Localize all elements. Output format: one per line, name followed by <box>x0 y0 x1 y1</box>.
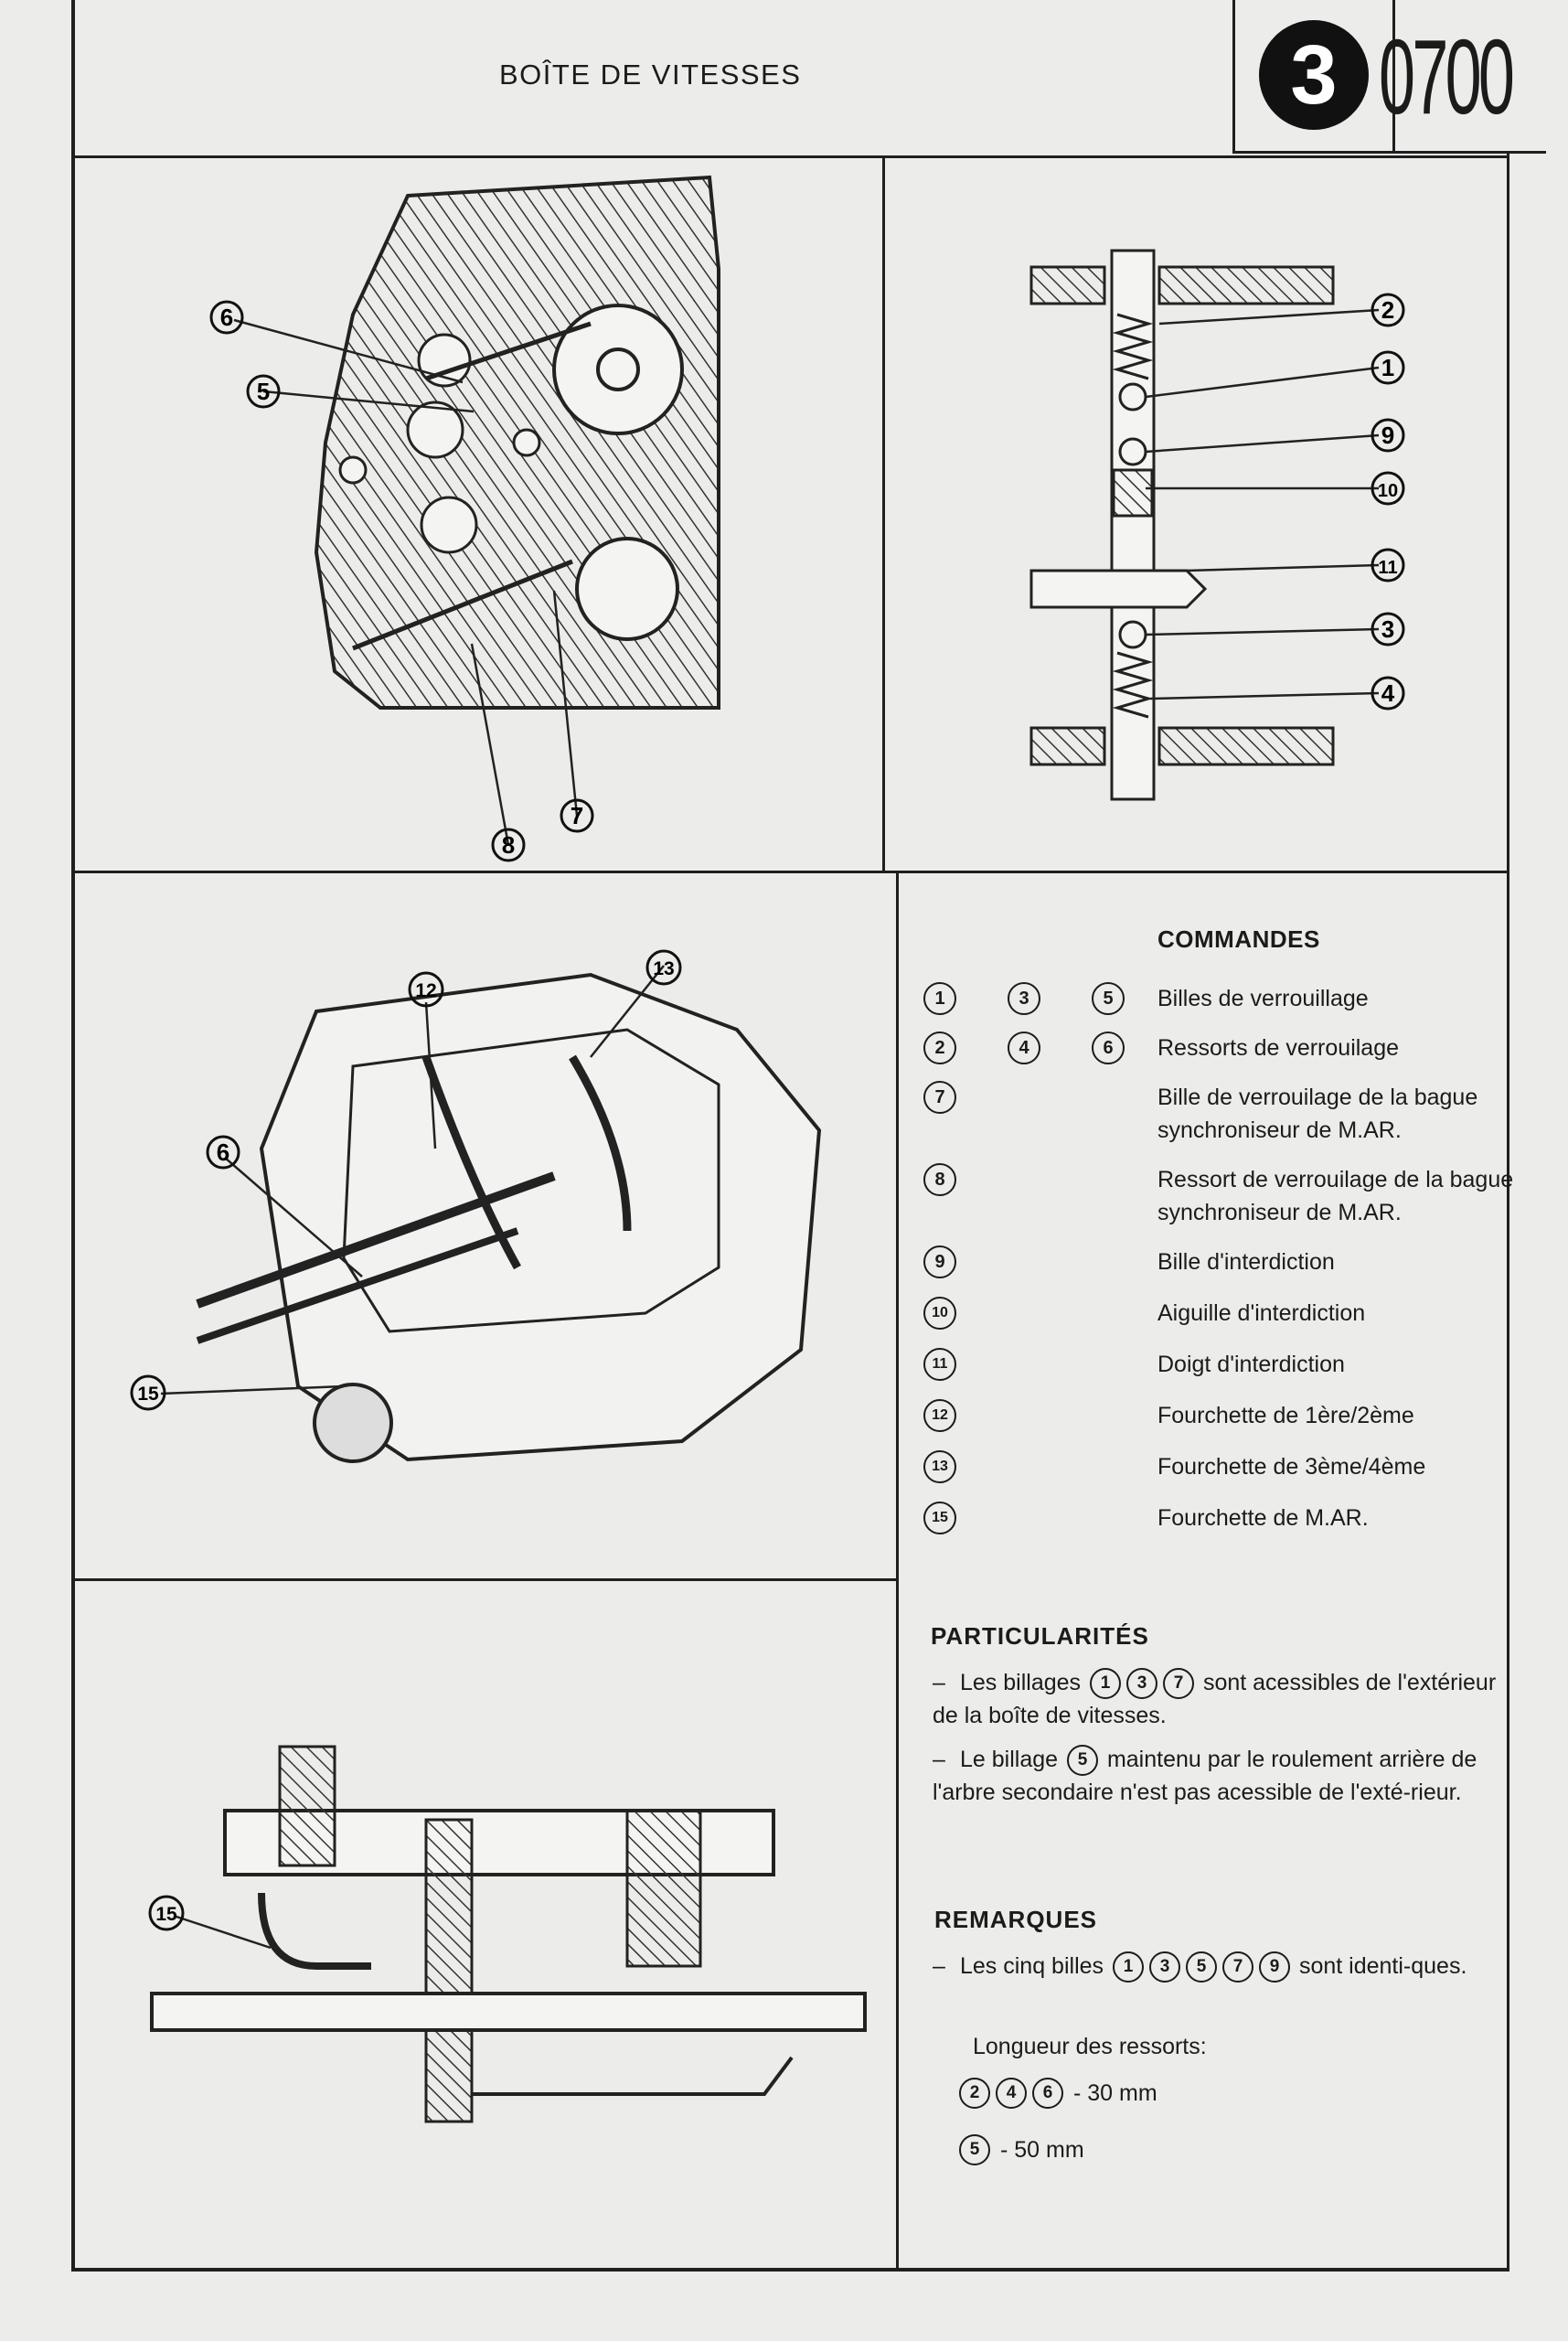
num-circle: 11 <box>923 1348 956 1381</box>
legend-text: Fourchette de 1ère/2ème <box>1157 1403 1414 1428</box>
num-circle: 6 <box>1032 2078 1063 2109</box>
num-circle: 9 <box>1258 1951 1290 1983</box>
legend-text: Bille d'interdiction <box>1157 1249 1335 1275</box>
grid-center-upper <box>882 155 885 873</box>
num-circle: 3 <box>1148 1951 1180 1983</box>
section-number-badge: 3 <box>1259 20 1369 130</box>
legend-text: Fourchette de M.AR. <box>1157 1505 1369 1531</box>
num-circle: 3 <box>1008 982 1040 1015</box>
legend-row: 7 Bille de verrouilage de la bague synch… <box>923 1081 1541 1147</box>
legend-row: 8 Ressort de verrouilage de la bague syn… <box>923 1163 1541 1229</box>
figure-1-shift-rail-housing: 6 5 7 8 <box>79 159 880 868</box>
num-circle: 5 <box>1185 1951 1217 1983</box>
callout-7: 7 <box>571 802 583 829</box>
spring-length-label: Longueur des ressorts: <box>973 2034 1207 2059</box>
num-circle: 1 <box>1089 1668 1121 1700</box>
num-circle: 15 <box>923 1502 956 1534</box>
num-circle: 4 <box>1008 1032 1040 1064</box>
num-circle: 5 <box>959 2134 990 2165</box>
legend-text: Bille de verrouilage de la bague synchro… <box>1157 1085 1478 1143</box>
remarques-heading: REMARQUES <box>934 1906 1098 1933</box>
num-circle: 5 <box>1092 982 1125 1015</box>
callout-15-fig4: 15 <box>155 1904 177 1925</box>
legend-text: Ressorts de verrouilage <box>1157 1035 1400 1061</box>
num-circle: 6 <box>1092 1032 1125 1064</box>
callout-5: 5 <box>257 378 270 405</box>
page-code: 0700 <box>1379 17 1515 136</box>
figure-3-gearbox-forks: 12 13 6 15 <box>79 874 894 1577</box>
grid-row2 <box>75 1578 898 1581</box>
grid-center-lower <box>896 871 899 2270</box>
callout-3: 3 <box>1381 615 1394 643</box>
num-circle: 1 <box>923 982 956 1015</box>
legend-text: Ressort de verrouilage de la bague synch… <box>1157 1167 1514 1225</box>
page-frame <box>71 0 1509 2272</box>
num-circle: 10 <box>923 1297 956 1330</box>
callout-13: 13 <box>653 958 674 979</box>
particularites-heading: PARTICULARITÉS <box>931 1622 1149 1650</box>
callout-15: 15 <box>137 1384 159 1405</box>
num-circle: 1 <box>1112 1951 1144 1983</box>
figure-4-reverse-fork-section: 15 <box>79 1582 894 2266</box>
page-title: BOÎTE DE VITESSES <box>499 59 802 91</box>
grid-row1 <box>75 871 1509 873</box>
callout-6-fig3: 6 <box>217 1138 229 1166</box>
callout-10: 10 <box>1378 481 1398 501</box>
callout-4: 4 <box>1381 679 1395 707</box>
legend-title: COMMANDES <box>1157 925 1320 953</box>
legend-text: Doigt d'interdiction <box>1157 1352 1345 1377</box>
num-circle: 2 <box>959 2078 990 2109</box>
callout-8: 8 <box>502 831 515 859</box>
num-circle: 5 <box>1066 1745 1098 1777</box>
num-circle: 12 <box>923 1399 956 1432</box>
header-badge: 3 0700 <box>1232 0 1546 154</box>
callout-11: 11 <box>1378 558 1397 578</box>
figure-2-interlock-section: 2 1 9 10 11 3 4 <box>885 159 1505 868</box>
legend-text: Billes de verrouillage <box>1157 986 1369 1011</box>
num-circle: 13 <box>923 1450 956 1483</box>
num-circle: 2 <box>923 1032 956 1064</box>
callout-2: 2 <box>1381 296 1394 324</box>
callout-9: 9 <box>1381 422 1394 449</box>
callout-12: 12 <box>415 980 436 1001</box>
legend-text: Fourchette de 3ème/4ème <box>1157 1454 1426 1480</box>
legend-row: 1 3 5 Billes de verrouillage <box>923 982 1541 1015</box>
num-circle: 4 <box>996 2078 1027 2109</box>
grid-right <box>1507 154 1509 2272</box>
legend-row: 2 4 6 Ressorts de verrouilage <box>923 1032 1541 1064</box>
num-circle: 7 <box>923 1081 956 1114</box>
num-circle: 3 <box>1125 1668 1157 1700</box>
particularites-item-2: –Le billage 5 maintenu par le roulement … <box>933 1745 1477 1806</box>
num-circle: 7 <box>1162 1668 1194 1700</box>
legend-row: 11 Doigt d'interdiction <box>923 1348 1541 1381</box>
legend-row: 12 Fourchette de 1ère/2ème <box>923 1399 1541 1432</box>
callout-1: 1 <box>1381 354 1394 381</box>
num-circle: 7 <box>1221 1951 1253 1983</box>
callout-6: 6 <box>220 304 233 331</box>
legend-row: 9 Bille d'interdiction <box>923 1245 1541 1278</box>
legend-row: 15 Fourchette de M.AR. <box>923 1502 1541 1534</box>
legend-text: Aiguille d'interdiction <box>1157 1300 1366 1326</box>
num-circle: 9 <box>923 1245 956 1278</box>
grid-top <box>75 155 1509 158</box>
legend-row: 13 Fourchette de 3ème/4ème <box>923 1450 1541 1483</box>
spring-row-50mm: 5 - 50 mm <box>956 2134 1084 2165</box>
num-circle: 8 <box>923 1163 956 1196</box>
legend-row: 10 Aiguille d'interdiction <box>923 1297 1541 1330</box>
badge-divider <box>1392 0 1395 151</box>
